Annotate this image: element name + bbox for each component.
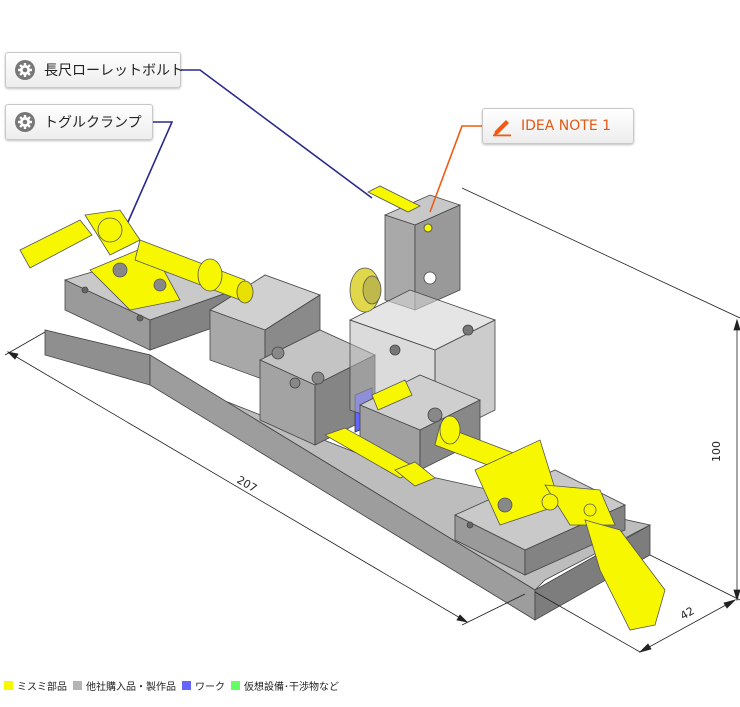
vertical-bracket (348, 194, 497, 471)
legend-swatch (231, 681, 240, 690)
dimension-width (534, 591, 737, 653)
knurled-bolt (349, 185, 421, 313)
legend-label: ワーク (195, 682, 225, 693)
callout-knurled-bolt[interactable]: 長尺ローレットボルト (5, 52, 184, 88)
legend-swatch (73, 681, 82, 690)
legend-item-work: ワーク (182, 678, 225, 693)
dimension-height (461, 187, 740, 602)
legend-item-virtual: 仮想設備･干渉物など (231, 678, 339, 693)
pencil-icon (491, 115, 513, 137)
legend-label: 他社購入品・製作品 (86, 682, 176, 693)
right-toggle-clamp (434, 415, 666, 631)
dimension-length-label: 207 (235, 473, 260, 495)
legend-item-misumi: ミスミ部品 (4, 678, 67, 693)
leader-line-idea (429, 125, 482, 213)
legend-swatch (4, 681, 13, 690)
dimension-length (4, 331, 526, 626)
gear-icon (14, 111, 36, 133)
leader-line-clamp (127, 121, 174, 223)
locator-pins (324, 379, 436, 487)
left-toggle-clamp (19, 209, 254, 311)
legend-swatch (182, 681, 191, 690)
callout-idea-note[interactable]: IDEA NOTE 1 (482, 108, 634, 144)
legend-item-purchased: 他社購入品・製作品 (73, 678, 176, 693)
legend-label: 仮想設備･干渉物など (244, 682, 339, 693)
callout-label: IDEA NOTE 1 (521, 118, 612, 134)
callout-label: 長尺ローレットボルト (44, 63, 184, 79)
leader-line-rod (181, 69, 373, 199)
color-legend: ミスミ部品 他社購入品・製作品 ワーク 仮想設備･干渉物など (4, 678, 345, 693)
gear-icon (14, 59, 36, 81)
callout-label: トグルクランプ (44, 115, 142, 131)
legend-label: ミスミ部品 (17, 682, 67, 693)
dimension-height-label: 100 (710, 441, 723, 462)
callout-toggle-clamp[interactable]: トグルクランプ (5, 104, 153, 140)
dimension-width-label: 42 (678, 604, 697, 622)
